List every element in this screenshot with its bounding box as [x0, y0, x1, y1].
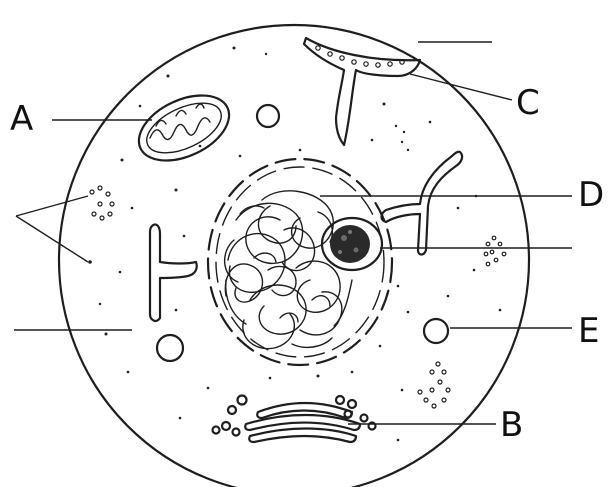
vesicle — [257, 105, 279, 127]
chromatin — [225, 191, 352, 349]
ribosome-cluster-right — [484, 236, 506, 266]
leader-line-ribosome-2 — [16, 216, 88, 262]
label-b: B — [500, 408, 523, 442]
label-d: D — [578, 178, 604, 212]
leader-line-ribosome-1 — [16, 196, 88, 216]
label-c: C — [516, 86, 540, 120]
vacuole — [424, 319, 448, 343]
ribosome-cluster-left — [90, 186, 114, 220]
er-left — [150, 224, 197, 321]
vesicle — [157, 335, 183, 361]
rough-er-top — [304, 38, 420, 145]
mitochondrion — [129, 82, 240, 173]
label-a: A — [10, 102, 33, 136]
er-right — [382, 152, 463, 255]
nucleolus — [322, 218, 382, 270]
nuclear-envelope — [208, 159, 392, 365]
label-e: E — [578, 314, 599, 348]
ribosome-cluster-lower-right — [418, 362, 450, 408]
golgi-apparatus — [213, 396, 376, 443]
cell-membrane — [59, 25, 529, 487]
